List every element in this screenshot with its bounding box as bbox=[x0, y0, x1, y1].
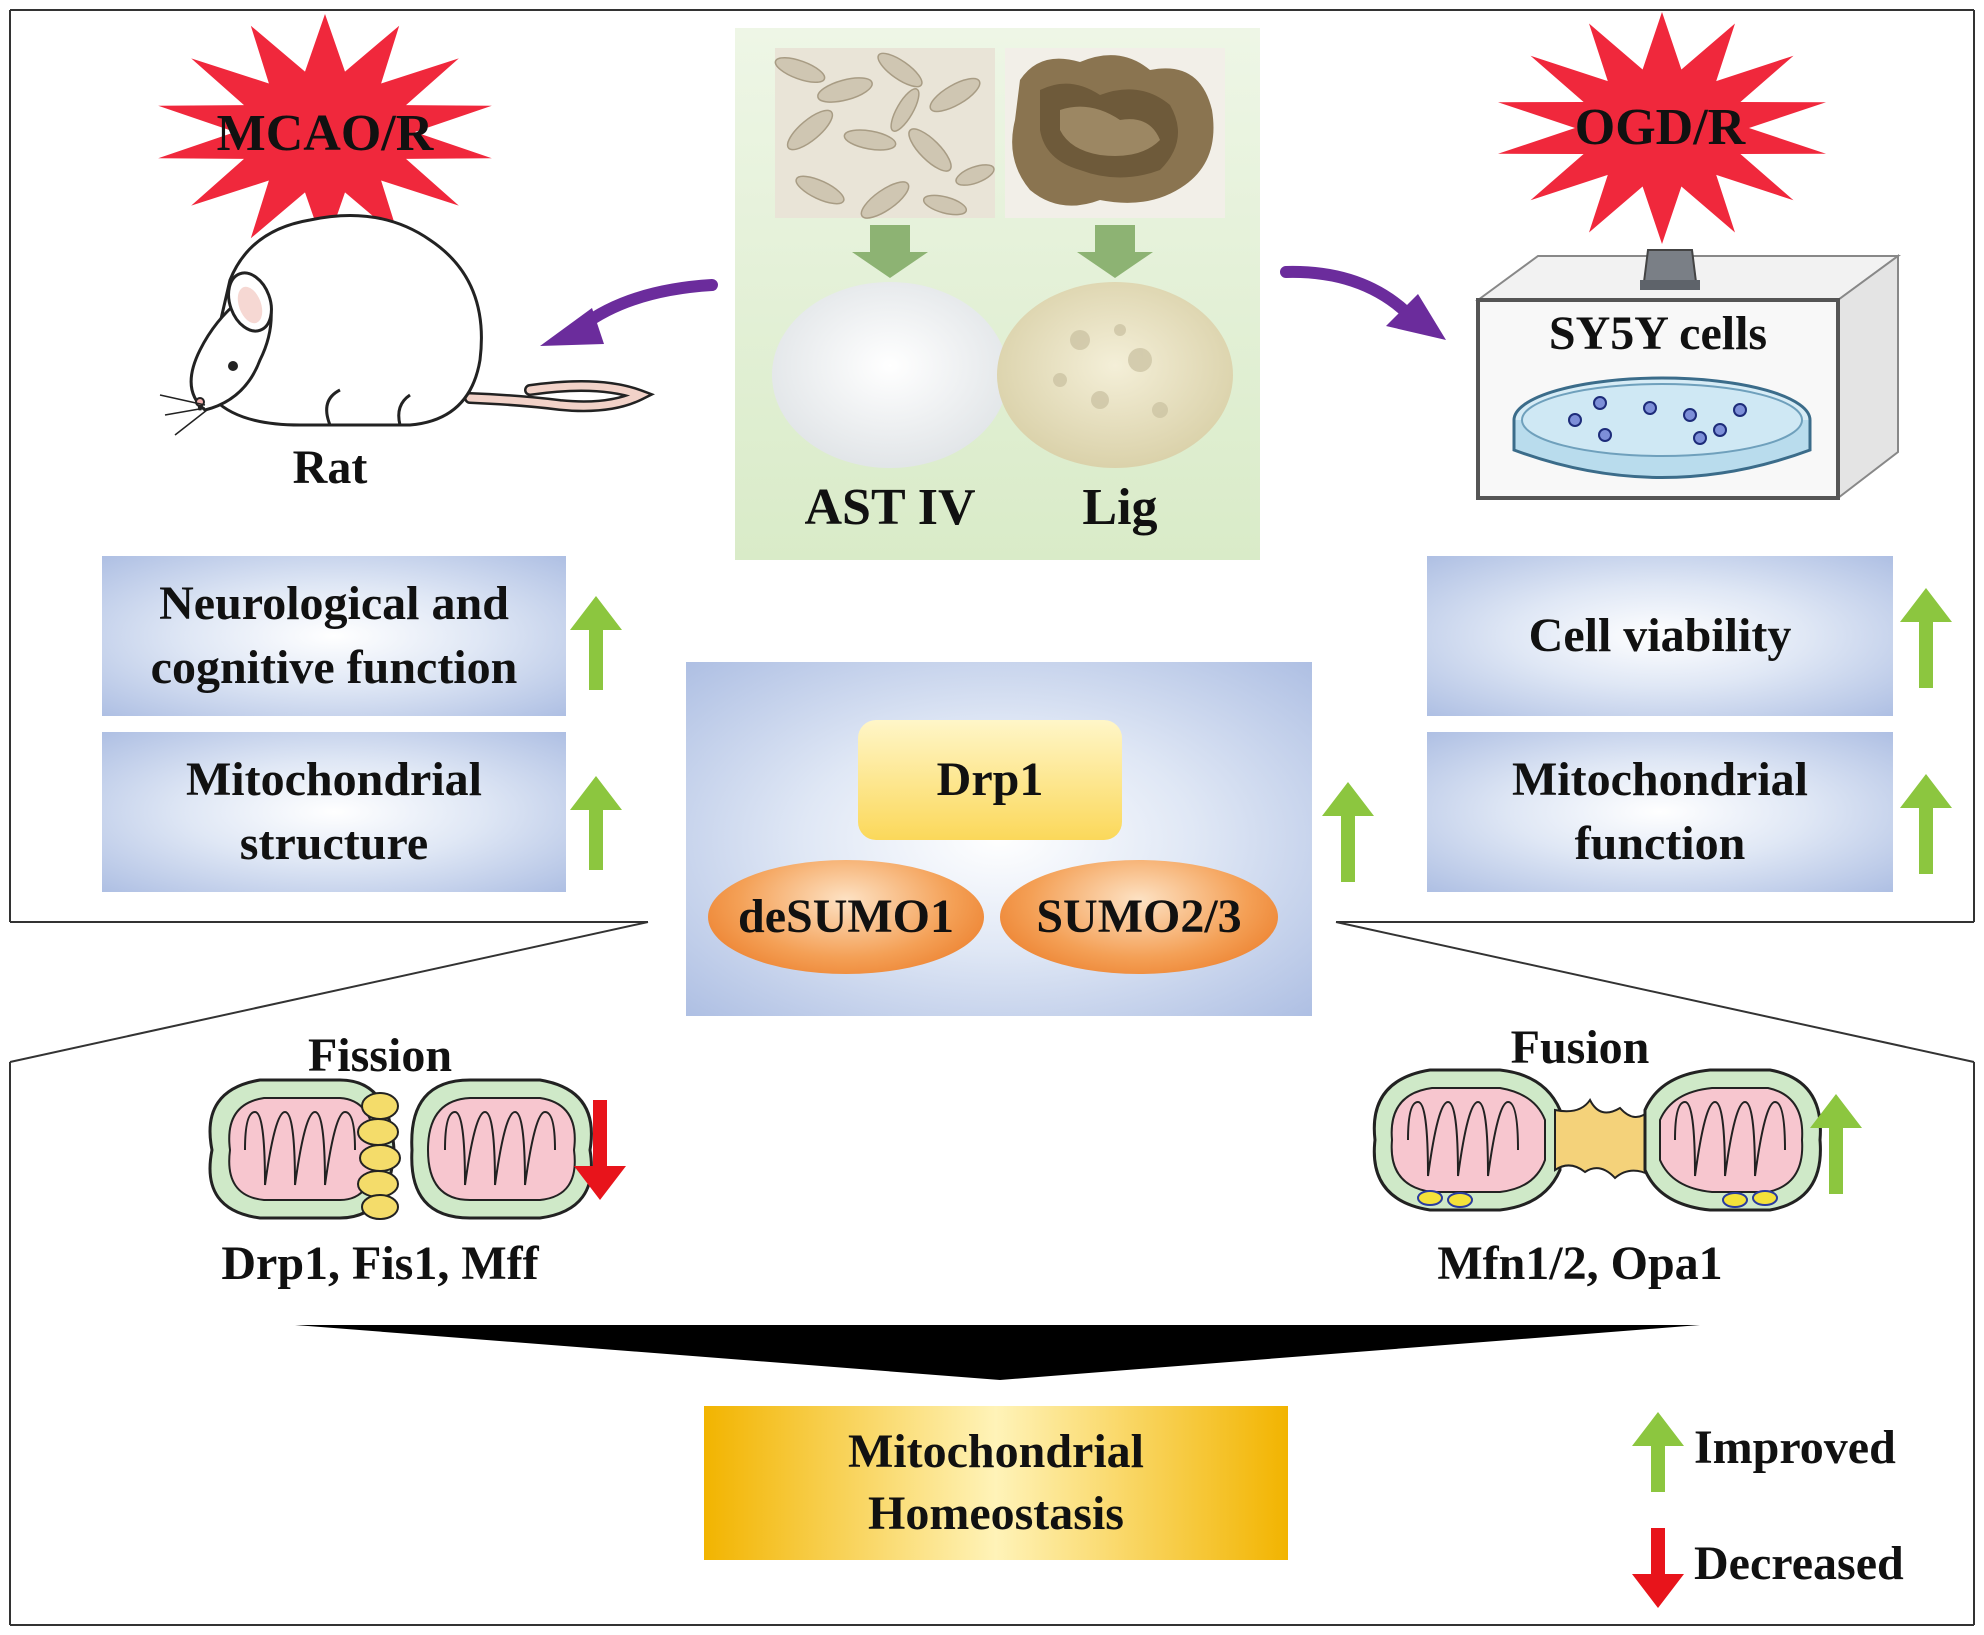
up-arrow-center bbox=[1322, 782, 1374, 882]
ast-iv-powder bbox=[772, 282, 1008, 468]
purple-arrow-left bbox=[540, 279, 718, 346]
legend-improved-label: Improved bbox=[1694, 1421, 1896, 1474]
fission-mitochondria bbox=[208, 1078, 593, 1220]
up-arrow-fusion bbox=[1810, 1094, 1862, 1194]
compound-label-lig: Lig bbox=[1082, 479, 1158, 536]
fission-title: Fission bbox=[307, 1029, 453, 1082]
cell-culture-box bbox=[1474, 249, 1902, 501]
lig-powder bbox=[997, 282, 1233, 468]
up-arrow-mito-function bbox=[1900, 774, 1952, 874]
fusion-proteins: Mfn1/2, Opa1 bbox=[1437, 1237, 1723, 1290]
down-arrow-ast bbox=[852, 225, 928, 278]
legend-up-arrow bbox=[1632, 1412, 1684, 1492]
up-arrow-neuro bbox=[570, 596, 622, 690]
cell-label: SY5Y cells bbox=[1548, 307, 1768, 360]
fusion-mitochondria bbox=[1372, 1068, 1822, 1212]
compound-label-ast-iv: AST IV bbox=[804, 479, 976, 536]
fusion-title: Fusion bbox=[1510, 1021, 1650, 1074]
sumo23-ellipse: SUMO2/3 bbox=[1000, 860, 1278, 974]
drp1-box: Drp1 bbox=[858, 720, 1122, 840]
rat-label: Rat bbox=[292, 441, 368, 494]
mcao-badge-label: MCAO/R bbox=[216, 105, 434, 162]
ogd-badge-label: OGD/R bbox=[1574, 99, 1746, 156]
mcao-badge-shape bbox=[158, 14, 492, 250]
convergence-wedge bbox=[295, 1325, 1700, 1380]
fission-proteins: Drp1, Fis1, Mff bbox=[221, 1237, 539, 1290]
desumo1-ellipse: deSUMO1 bbox=[708, 860, 984, 974]
down-arrow-fission bbox=[574, 1100, 626, 1200]
down-arrow-lig bbox=[1077, 225, 1153, 278]
rat-illustration bbox=[159, 214, 656, 436]
up-arrow-mito-structure bbox=[570, 776, 622, 870]
right-box-viability: Cell viability bbox=[1427, 556, 1893, 716]
lower-frame bbox=[9, 921, 1975, 1626]
up-arrow-viability bbox=[1900, 588, 1952, 688]
legend-down-arrow bbox=[1632, 1528, 1684, 1608]
legend-decreased-label: Decreased bbox=[1694, 1537, 1904, 1590]
upper-frame bbox=[9, 9, 1975, 923]
purple-arrow-right bbox=[1280, 265, 1446, 340]
compound-panel bbox=[735, 28, 1260, 560]
ogd-badge-shape bbox=[1498, 12, 1826, 244]
